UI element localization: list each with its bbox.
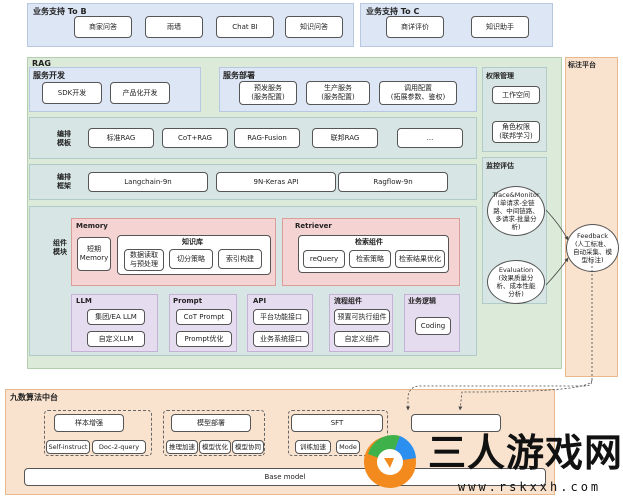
prompt-item-0: CoT Prompt: [176, 309, 232, 325]
service-deploy-item-0: 预发服务 (服务配置): [239, 81, 297, 105]
sft-sub-1: Mode: [336, 440, 360, 454]
orchestration-framework-title: 编排 框架: [57, 173, 71, 190]
watermark-logo: [360, 428, 424, 492]
kb-item-1: 切分策略: [169, 249, 213, 269]
service-deploy-item-2: 调用配置 (拓展参数、鉴权): [379, 81, 457, 105]
permissions-item-0: 工作空间: [492, 86, 540, 104]
service-deploy-item-1: 生产服务 (服务配置): [306, 81, 370, 105]
to-c-section: 业务支持 To C 商详评价 知识助手: [360, 3, 553, 47]
retriever-section: Retriever 检索组件 reQuery 检索策略 检索结果优化: [282, 218, 460, 286]
memory-short: 短期 Memory: [77, 237, 111, 271]
retrieval-item-1: 检索策略: [349, 250, 391, 268]
sft-group: [288, 410, 388, 456]
sft-sub-0: 训练加速: [295, 440, 331, 454]
labeling-title: 标注平台: [568, 61, 596, 69]
to-c-item-1: 知识助手: [471, 16, 529, 38]
watermark-title: 三人游戏网: [428, 431, 623, 475]
flow-item-1: 自定义组件: [334, 331, 390, 347]
kb-item-2: 索引构建: [218, 249, 262, 269]
framework-item-1: 9N-Keras API: [216, 172, 336, 192]
llm-title: LLM: [76, 297, 92, 305]
api-title: API: [253, 297, 267, 305]
memory-section: Memory 短期 Memory 知识库 数据读取 与预处理 切分策略 索引构建: [71, 218, 276, 286]
retrieval-item-2: 检索结果优化: [395, 250, 445, 268]
trace-monitor-node: Trace&Monitor (单请求-全链 路、中间链路、 多请求-批量分 析): [487, 186, 545, 236]
logic-title: 业务逻辑: [408, 297, 436, 305]
llm-item-0: 集团/EA LLM: [87, 309, 145, 325]
service-dev-item-1: 产品化开发: [110, 82, 170, 104]
llm-section: LLM 集团/EA LLM 自定义LLM: [71, 294, 158, 352]
api-item-1: 业务系统接口: [253, 331, 309, 347]
api-item-0: 平台功能接口: [253, 309, 309, 325]
to-b-item-0: 商家问答: [74, 16, 132, 38]
prompt-section: Prompt CoT Prompt Prompt优化: [169, 294, 237, 352]
orchestration-template-section: 编排 模板 标准RAG CoT+RAG RAG-Fusion 联邦RAG ...: [29, 117, 477, 159]
permissions-section: 权限管理 工作空间 角色权限 (联邦学习): [482, 67, 547, 152]
service-dev-item-0: SDK开发: [42, 82, 102, 104]
api-section: API 平台功能接口 业务系统接口: [247, 294, 313, 352]
flow-title: 流程组件: [334, 297, 362, 305]
template-item-1: CoT+RAG: [162, 128, 228, 148]
deploy-group: [163, 410, 265, 456]
to-b-item-3: 知识问答: [285, 16, 343, 38]
to-b-item-1: 雨墙: [145, 16, 203, 38]
algo-title: 九数算法中台: [10, 393, 58, 402]
monitoring-section: 监控评估 Trace&Monitor (单请求-全链 路、中间链路、 多请求-批…: [482, 157, 547, 304]
to-b-section: 业务支持 To B 商家问答 雨墙 Chat BI 知识问答: [27, 3, 354, 47]
algo-item-1: 模型部署: [171, 414, 251, 432]
watermark: 三人游戏网 www.rskxxh.com: [358, 418, 623, 500]
deploy-sub-0: 推理加速: [166, 440, 198, 454]
retrieval-item-0: reQuery: [303, 250, 345, 268]
orchestration-template-title: 编排 模板: [57, 130, 71, 147]
to-c-title: 业务支持 To C: [366, 7, 420, 16]
base-model: Base model: [24, 468, 546, 486]
algo-item-2: SFT: [291, 414, 383, 432]
framework-item-2: Ragflow-9n: [338, 172, 448, 192]
to-c-item-0: 商详评价: [386, 16, 444, 38]
service-deploy-title: 服务部署: [223, 71, 255, 80]
template-item-3: 联邦RAG: [312, 128, 378, 148]
permissions-title: 权限管理: [486, 72, 514, 80]
watermark-url: www.rskxxh.com: [458, 480, 602, 494]
prompt-title: Prompt: [173, 297, 203, 305]
service-dev-section: 服务开发 SDK开发 产品化开发: [29, 67, 201, 112]
template-item-0: 标准RAG: [88, 128, 154, 148]
evaluation-node: Evaluation (效果质量分 析、成本性能 分析): [487, 260, 545, 304]
monitoring-title: 监控评估: [486, 162, 514, 170]
to-b-title: 业务支持 To B: [33, 7, 87, 16]
framework-item-0: Langchain-9n: [88, 172, 208, 192]
deploy-sub-1: 模型优化: [199, 440, 231, 454]
flow-item-0: 预置可执行组件: [334, 309, 390, 325]
permissions-item-1: 角色权限 (联邦学习): [492, 121, 540, 143]
template-item-2: RAG-Fusion: [234, 128, 300, 148]
memory-title: Memory: [76, 222, 108, 230]
prompt-item-1: Prompt优化: [176, 331, 232, 347]
service-deploy-section: 服务部署 预发服务 (服务配置) 生产服务 (服务配置) 调用配置 (拓展参数、…: [219, 67, 477, 112]
sample-sub-0: Self-instruct: [46, 440, 90, 454]
labeling-section: 标注平台 Feedback (人工标准、 自动采集、模 型标注): [565, 57, 619, 377]
llm-item-1: 自定义LLM: [87, 331, 145, 347]
kb-item-0: 数据读取 与预处理: [124, 249, 164, 271]
logic-section: 业务逻辑 Coding: [404, 294, 460, 352]
to-b-item-2: Chat BI: [216, 16, 274, 38]
algo-item-3: [411, 414, 501, 432]
deploy-sub-2: 模型协同: [232, 440, 264, 454]
algo-item-0: 样本增强: [54, 414, 124, 432]
orchestration-framework-section: 编排 框架 Langchain-9n 9N-Keras API Ragflow-…: [29, 164, 477, 200]
rag-title: RAG: [32, 59, 51, 68]
service-dev-title: 服务开发: [33, 71, 65, 80]
retriever-title: Retriever: [295, 222, 332, 230]
flow-section: 流程组件 预置可执行组件 自定义组件: [329, 294, 393, 352]
sample-group: [44, 410, 152, 456]
knowledge-base-title: 知识库: [182, 238, 203, 246]
template-item-4: ...: [397, 128, 463, 148]
logic-item-0: Coding: [415, 317, 451, 335]
sample-sub-1: Doc-2-query: [92, 440, 146, 454]
feedback-node: Feedback (人工标准、 自动采集、模 型标注): [566, 224, 619, 272]
components-title: 组件 模块: [53, 239, 67, 256]
retrieval-group-title: 检索组件: [355, 238, 383, 246]
